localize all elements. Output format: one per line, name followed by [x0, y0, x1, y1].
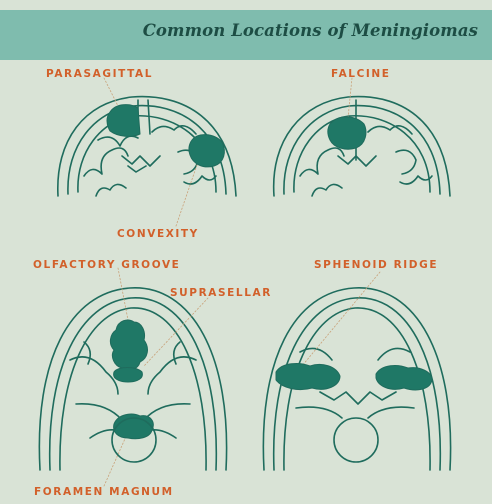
convexity-tumor — [189, 135, 224, 167]
label-convexity: CONVEXITY — [117, 228, 199, 240]
label-falcine: FALCINE — [331, 68, 391, 80]
label-parasagittal: PARASAGITTAL — [46, 68, 153, 80]
parasagittal-tumor — [107, 105, 140, 137]
falcine-tumor — [328, 117, 366, 149]
label-sphenoid-ridge: SPHENOID RIDGE — [314, 259, 438, 271]
sphenoid-tumor-left — [276, 364, 340, 390]
label-olfactory-groove: OLFACTORY GROOVE — [33, 259, 180, 271]
label-suprasellar: SUPRASELLAR — [170, 287, 272, 299]
tumor-masses — [107, 105, 432, 439]
sphenoid-tumor-right — [376, 366, 432, 390]
coronal-brain-right — [274, 97, 450, 196]
olfactory-suprasellar-tumor — [110, 320, 147, 370]
label-foramen-magnum: FORAMEN MAGNUM — [34, 486, 174, 498]
suprasellar-tumor — [114, 368, 143, 383]
foramen-ring-right — [334, 418, 378, 462]
